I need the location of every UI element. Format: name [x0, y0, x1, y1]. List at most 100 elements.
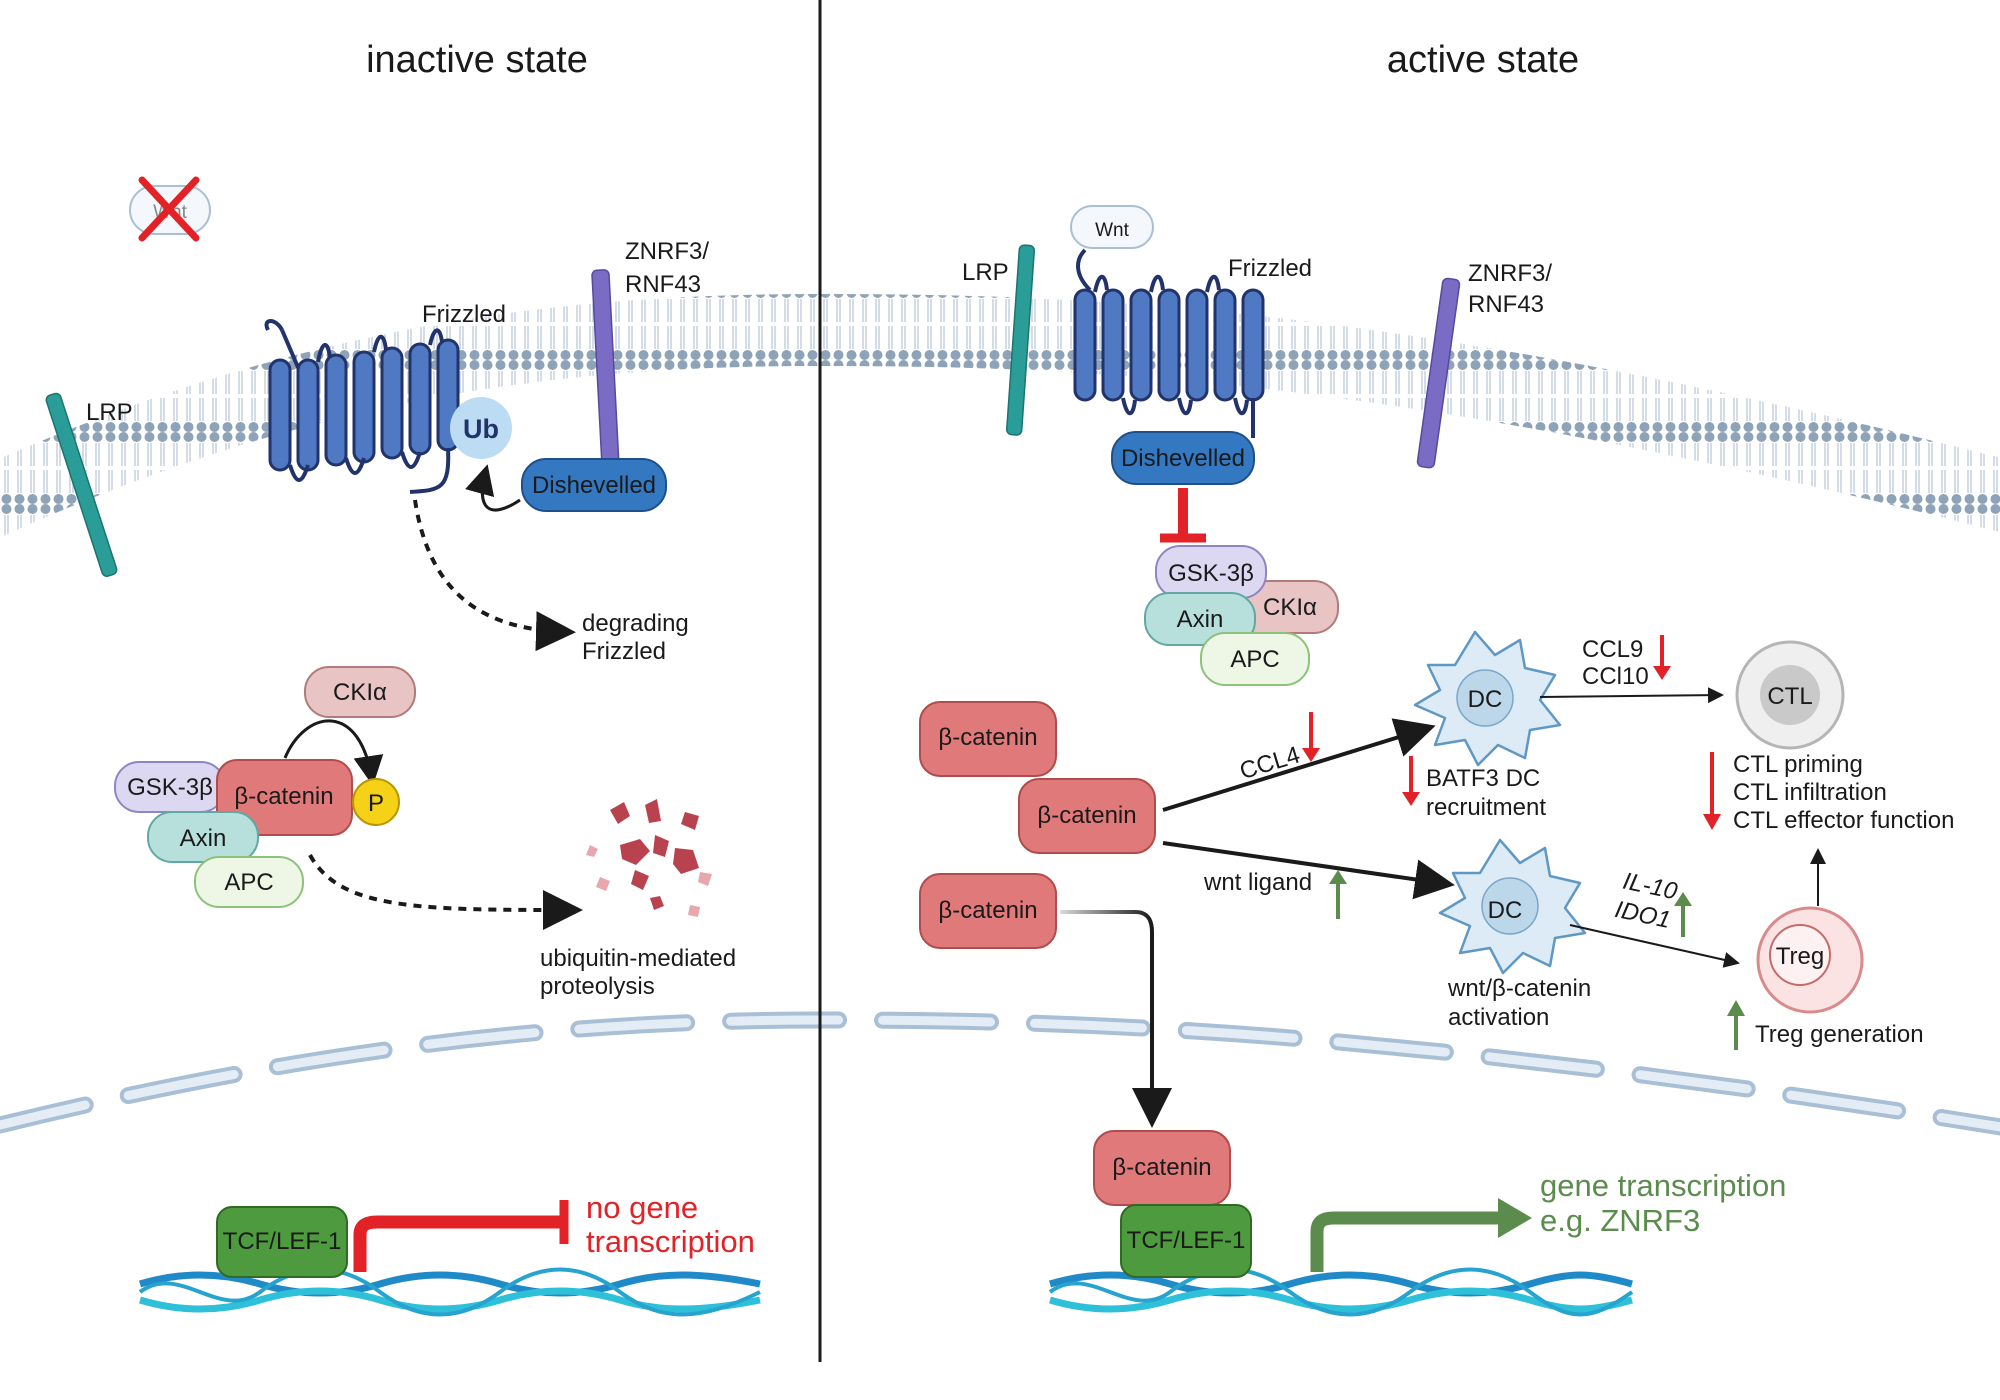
treg-gen-label: Treg generation [1755, 1021, 1924, 1048]
apc-label-active: APC [1230, 646, 1279, 673]
dishevelled-label-active: Dishevelled [1121, 445, 1245, 472]
beta-catenin-active-1 [919, 701, 1057, 777]
gsk3b-label-active: GSK-3β [1168, 560, 1254, 587]
beta-catenin-label-nuclear: β-catenin [1112, 1154, 1211, 1181]
apc-active [1200, 632, 1310, 686]
lrp-label-inactive: LRP [86, 399, 133, 426]
dendritic-cell-batf3 [1413, 630, 1562, 767]
wnt-activation-label-1: wnt/β-catenin [1447, 975, 1591, 1002]
proteolysis-label-2: proteolysis [540, 973, 655, 1000]
frizzled-receptor-active [1073, 248, 1265, 438]
znrf3-label-inactive-2: RNF43 [625, 271, 701, 298]
proteolysis-label-1: ubiquitin-mediated [540, 945, 736, 972]
beta-catenin-inactive [216, 759, 353, 836]
protein-fragments [586, 799, 712, 917]
axin-label-inactive: Axin [180, 825, 227, 852]
znrf3-receptor-active [1416, 277, 1461, 469]
axin-label-active: Axin [1177, 606, 1224, 633]
dc-label-2: DC [1488, 897, 1523, 924]
lrp-receptor-active [1005, 244, 1036, 436]
ckia-label-inactive: CKIα [333, 679, 387, 706]
nuclear-envelope-inner [0, 1015, 2000, 1132]
wnt-ligand-up-head [1329, 870, 1347, 884]
beta-catenin-active-2 [1018, 778, 1156, 854]
nuclear-envelope [0, 1011, 2000, 1136]
tcf-lef1-inactive [216, 1206, 348, 1278]
batf3-label-2: recruitment [1426, 794, 1546, 821]
wnt-label-active: Wnt [1095, 220, 1130, 241]
phosphorylation-arrow [283, 719, 384, 786]
wnt-absent-icon: Wnt [129, 176, 211, 242]
ubiquitin-tag [450, 397, 512, 459]
transcription-label-1: gene transcription [1540, 1168, 1786, 1203]
dc-label-1: DC [1468, 686, 1503, 713]
tcf-label-inactive: TCF/LEF-1 [223, 1228, 342, 1255]
lrp-label-active: LRP [962, 259, 1009, 286]
frizzled-receptor-inactive [264, 319, 460, 494]
beta-catenin-label-active-2: β-catenin [1037, 802, 1136, 829]
ckia-label-active: CKIα [1263, 594, 1317, 621]
il10-up-head [1674, 892, 1692, 906]
beta-catenin-label-inactive: β-catenin [234, 783, 333, 810]
dishevelled-inactive [521, 458, 667, 512]
transcription-arrow-head [1498, 1198, 1532, 1238]
wnt-activation-label-2: activation [1448, 1004, 1549, 1031]
phosphate-label: P [368, 790, 384, 817]
znrf3-label-inactive-1: ZNRF3/ [625, 238, 709, 265]
no-transcription-1: no gene [586, 1190, 698, 1225]
dendritic-cell-wnt [1438, 838, 1587, 975]
active-title: active state [1387, 39, 1579, 81]
inactive-title: inactive state [366, 39, 588, 81]
degrading-label-2: Frizzled [582, 638, 666, 665]
ctl-effects-down-head [1703, 814, 1721, 830]
wnt-ligand-arrow [1162, 841, 1455, 900]
ubiquitination-arrow [465, 464, 521, 512]
dna-helix-active [1048, 1267, 1634, 1317]
apc-label-inactive: APC [224, 869, 273, 896]
ctl-cell [1735, 640, 1845, 750]
tcf-lef1-active [1120, 1204, 1252, 1278]
plasma-membrane [0, 293, 2000, 538]
no-transcription-2: transcription [586, 1224, 755, 1259]
transcription-label-2: e.g. ZNRF3 [1540, 1203, 1700, 1238]
beta-catenin-active-3 [919, 873, 1057, 949]
gsk3b-label-inactive: GSK-3β [127, 774, 213, 801]
frizzled-label-active: Frizzled [1228, 255, 1312, 282]
ccl4-arrow [1162, 718, 1436, 812]
znrf3-label-active-1: ZNRF3/ [1468, 260, 1552, 287]
inhibition-bar-inactive [353, 1215, 562, 1272]
translocation-arrow [1060, 910, 1172, 1128]
treg-label: Treg [1776, 943, 1824, 970]
beta-catenin-label-active-3: β-catenin [938, 897, 1037, 924]
ctl-effect-2: CTL infiltration [1733, 779, 1887, 806]
ccl9-label-2: CCl10 [1582, 663, 1649, 690]
batf3-down-head [1402, 792, 1420, 806]
degrading-label-1: degrading [582, 610, 689, 637]
ccl4-down-head [1302, 748, 1320, 762]
wnt-ligand [1070, 205, 1154, 249]
wnt-ligand-label: wnt ligand [1203, 869, 1312, 896]
dishevelled-label-inactive: Dishevelled [532, 472, 656, 499]
proteolysis-arrow [308, 854, 583, 930]
tcf-label-active: TCF/LEF-1 [1127, 1227, 1246, 1254]
apc-inactive [194, 856, 304, 908]
dna-helix-inactive [138, 1267, 761, 1317]
dc-to-treg-arrow [1569, 924, 1740, 968]
frizzled-label-inactive: Frizzled [422, 301, 506, 328]
dc-to-ctl-arrow [1539, 687, 1724, 704]
beta-catenin-label-active-1: β-catenin [938, 724, 1037, 751]
degrading-arrow [413, 499, 576, 652]
ctl-effect-1: CTL priming [1733, 751, 1863, 778]
treg-gen-up-head [1727, 1000, 1745, 1016]
ub-label: Ub [463, 414, 499, 444]
batf3-label-1: BATF3 DC [1426, 765, 1540, 792]
ckia-inactive [304, 666, 416, 718]
transcription-arrow [1310, 1211, 1500, 1272]
dishevelled-active [1111, 431, 1255, 485]
treg-cell [1756, 906, 1864, 1014]
ctl-label: CTL [1767, 683, 1812, 710]
ccl9-down-head [1653, 666, 1671, 680]
znrf3-label-active-2: RNF43 [1468, 291, 1544, 318]
ccl9-label-1: CCL9 [1582, 636, 1643, 663]
